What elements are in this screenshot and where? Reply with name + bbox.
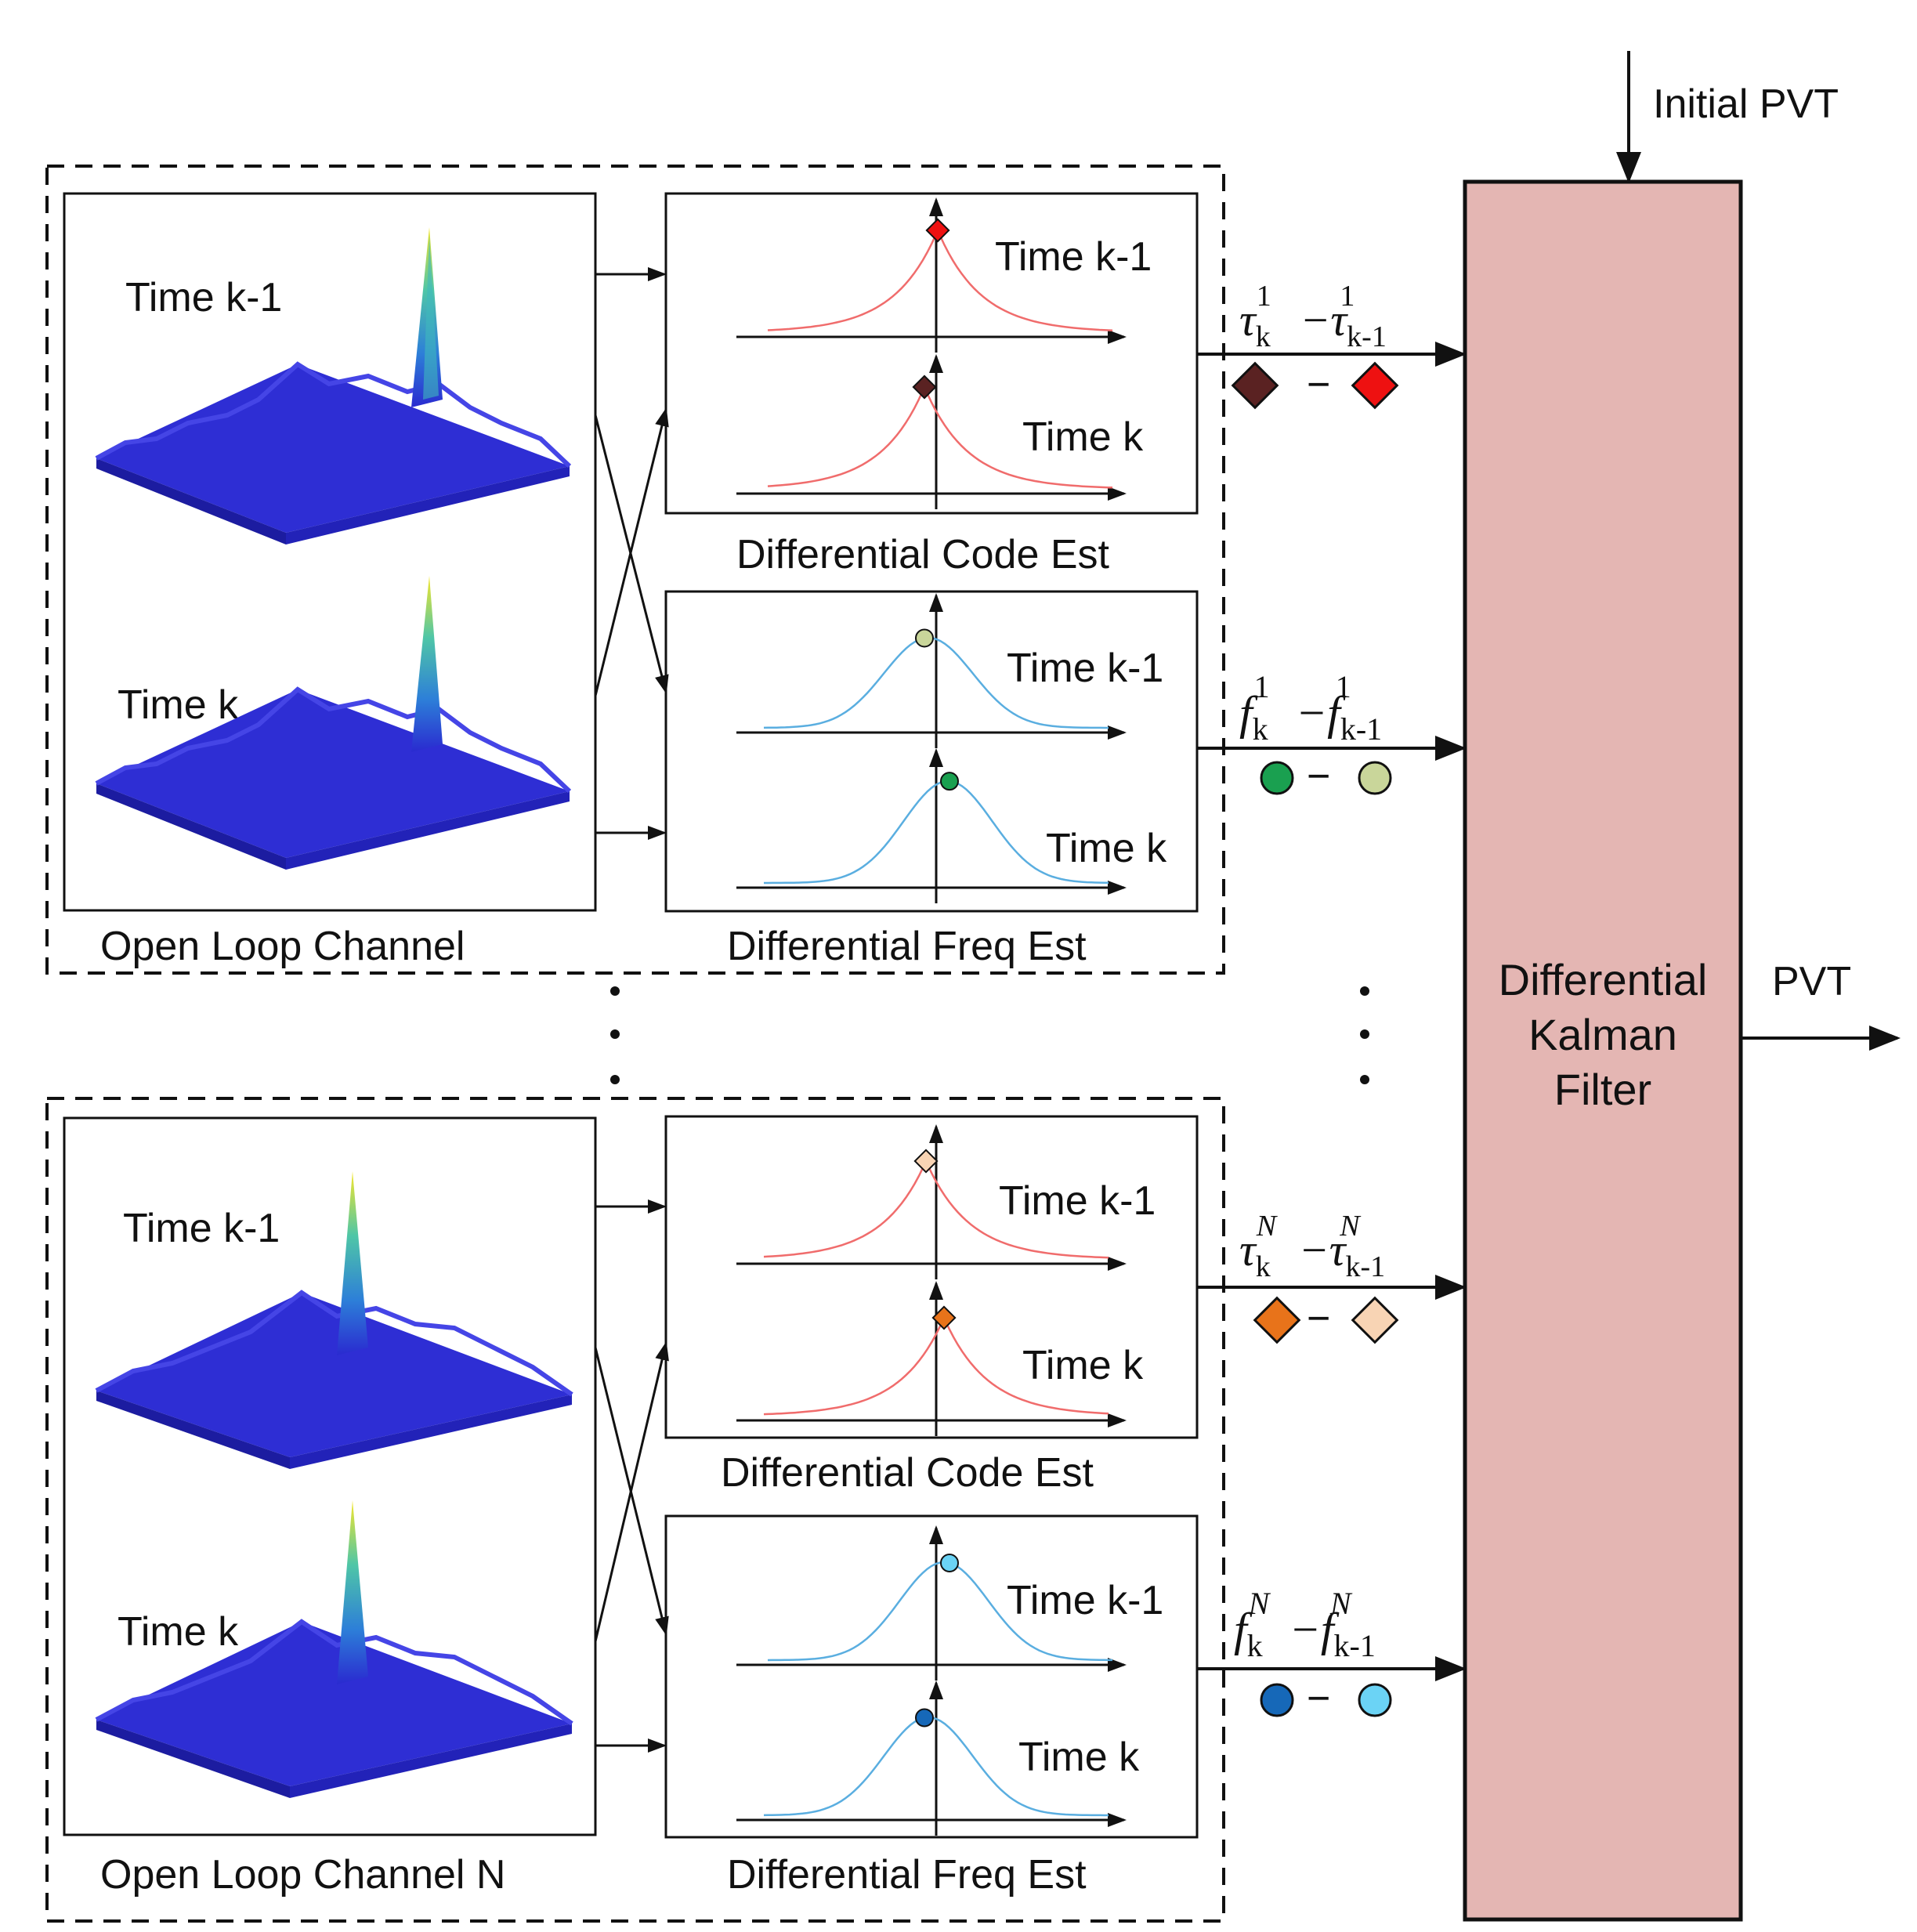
freq-n-diff-symbol: fkN −fk-1N: [1234, 1586, 1376, 1663]
freq-marker-prev-legend: [1358, 761, 1392, 795]
code-peak-marker: [912, 374, 937, 400]
code-peak-marker: [925, 218, 950, 243]
freq-est-time-curr: Time k: [1046, 826, 1167, 871]
freq-n-marker-prev-legend: [1358, 1683, 1392, 1717]
surface-plot-n-prev: [95, 1171, 573, 1469]
channel-1: Time k-1 Time k Open Loop Channel Differ…: [45, 165, 1467, 975]
code-est-n-caption: Differential Code Est: [721, 1450, 1094, 1496]
freq-correlation-curve: [763, 1716, 1109, 1817]
code-est-panel-1: [664, 192, 1199, 515]
freq-correlation-curve: [767, 1561, 1112, 1662]
surface-plot-prev: [95, 227, 572, 545]
kalman-label-line3: Filter: [1554, 1065, 1651, 1114]
freq-n-minus: −: [1307, 1676, 1330, 1721]
code-minus: −: [1307, 362, 1330, 407]
kalman-filter-block: [1463, 179, 1743, 1922]
freq-marker-curr-legend: [1260, 761, 1294, 795]
code-est-n-time-curr: Time k: [1022, 1343, 1144, 1388]
open-loop-time-curr: Time k: [118, 682, 239, 728]
freq-est-n-caption: Differential Freq Est: [727, 1852, 1087, 1898]
freq-est-caption: Differential Freq Est: [727, 924, 1087, 969]
freq-correlation-curve: [764, 780, 1109, 885]
arrow-n-curr-to-code: [594, 1341, 669, 1642]
freq-peak-marker: [915, 628, 934, 648]
open-loop-panel-label: Open Loop Channel: [100, 924, 465, 969]
code-n-marker-prev-legend: [1351, 1296, 1399, 1344]
code-est-panel-n: [664, 1115, 1199, 1439]
code-marker-curr-legend: [1231, 361, 1279, 410]
code-est-n-time-prev: Time k-1: [999, 1178, 1156, 1224]
code-peak-marker: [931, 1305, 957, 1330]
code-correlation-curve: [763, 1163, 1109, 1259]
code-correlation-curve: [767, 389, 1113, 489]
open-loop-n-panel-label: Open Loop Channel N: [100, 1852, 506, 1898]
open-loop-n-time-curr: Time k: [118, 1609, 239, 1655]
code-peak-marker: [913, 1149, 939, 1174]
code-est-time-prev: Time k-1: [995, 234, 1152, 280]
open-loop-n-time-prev: Time k-1: [123, 1206, 280, 1251]
freq-peak-marker: [940, 772, 959, 791]
code-correlation-curve: [763, 1317, 1109, 1416]
freq-diff-symbol: fk1 −fk-11: [1239, 669, 1381, 747]
channel-ellipsis: [610, 986, 1369, 1084]
freq-minus: −: [1307, 754, 1330, 799]
code-n-minus: −: [1307, 1296, 1330, 1341]
freq-est-panel-n: [664, 1514, 1199, 1839]
kalman-label-line1: Differential: [1499, 955, 1708, 1004]
freq-est-time-prev: Time k-1: [1007, 646, 1163, 691]
code-n-marker-curr-legend: [1253, 1296, 1301, 1344]
surface-plot-n-curr: [95, 1500, 573, 1798]
freq-est-n-time-curr: Time k: [1018, 1735, 1140, 1780]
freq-est-n-time-prev: Time k-1: [1007, 1578, 1163, 1623]
code-marker-prev-legend: [1351, 361, 1399, 410]
initial-pvt-label: Initial PVT: [1653, 81, 1839, 127]
arrow-curr-to-code: [594, 407, 669, 696]
freq-peak-marker: [940, 1553, 959, 1572]
code-diff-symbol: τk1 −τk-11: [1239, 280, 1385, 353]
channel-1-dashed-frame: [45, 165, 1225, 975]
pvt-output-label: PVT: [1772, 959, 1851, 1004]
surface-plot-curr: [95, 576, 572, 870]
freq-correlation-curve: [763, 636, 1109, 729]
freq-peak-marker: [915, 1708, 934, 1728]
channel-n: Time k-1 Time k Open Loop Channel N Diff…: [45, 1097, 1467, 1923]
code-est-caption: Differential Code Est: [736, 532, 1110, 577]
code-est-time-curr: Time k: [1022, 414, 1144, 460]
code-n-diff-symbol: τkN −τk-1N: [1239, 1210, 1385, 1283]
kalman-label-line2: Kalman: [1528, 1010, 1677, 1059]
freq-n-marker-curr-legend: [1260, 1683, 1294, 1717]
channel-n-dashed-frame: [45, 1097, 1225, 1923]
open-loop-time-prev: Time k-1: [125, 275, 282, 320]
